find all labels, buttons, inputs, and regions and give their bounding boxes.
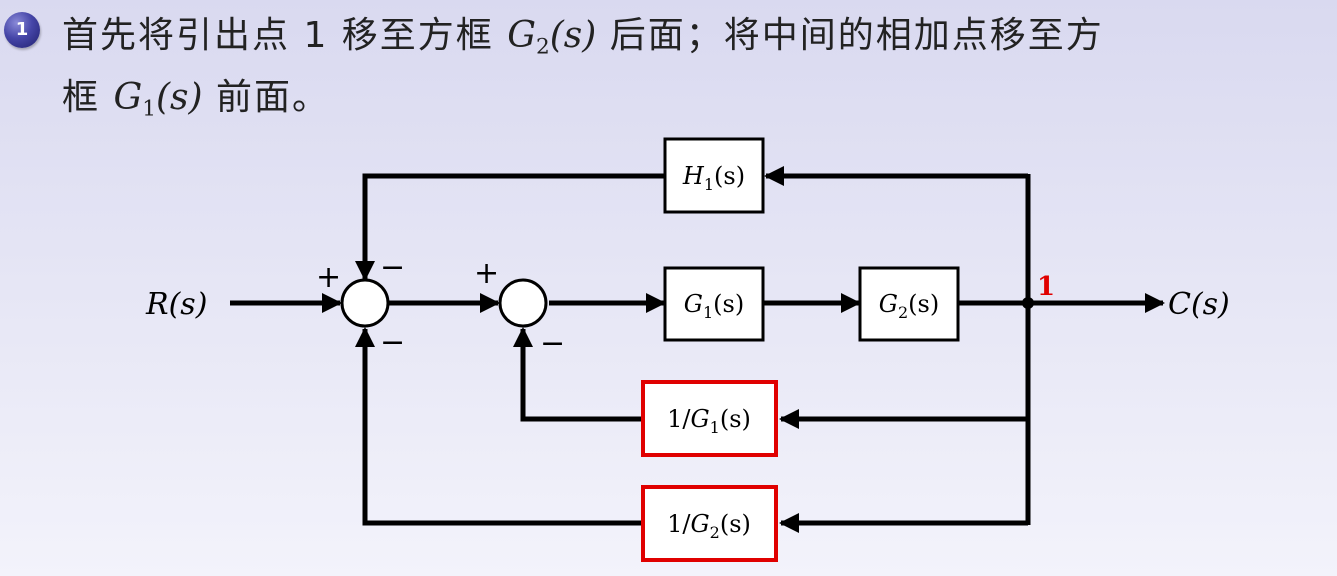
math-g2-symbol: G — [507, 15, 537, 56]
instruction-text: 框 — [62, 77, 114, 118]
instruction-line-2: 框 G1(s) 前面。 — [62, 68, 330, 121]
block-g1-label: G1(s) — [684, 290, 744, 322]
math-g1: G1(s) — [113, 77, 203, 122]
instruction-text: 首先将引出点 1 移至方框 — [62, 15, 508, 56]
input-label: R(s) — [145, 287, 207, 322]
block-inverse-g1-label: 1/G1(s) — [667, 405, 751, 437]
math-g1-symbol: G — [113, 77, 143, 118]
pickoff-point-dot — [1022, 297, 1034, 309]
math-g2-argument: (s) — [549, 15, 597, 56]
inv-g2-output-arrow — [355, 327, 642, 526]
list-bullet-number: 1 — [4, 12, 40, 48]
sum1-plus-sign: + — [316, 260, 341, 295]
sum2-minus-sign: − — [540, 326, 565, 361]
sum1-bottom-minus-sign: − — [380, 325, 405, 360]
block-g1 — [663, 266, 765, 342]
math-g2: G2(s) — [507, 15, 597, 60]
block-h1-label: H1(s) — [682, 162, 745, 194]
block-inverse-g2 — [641, 485, 778, 562]
math-g1-subscript: 1 — [142, 96, 156, 122]
math-g2-subscript: 2 — [536, 34, 550, 60]
block-g2 — [858, 266, 960, 342]
block-inverse-g1 — [641, 380, 778, 457]
instruction-text: 前面。 — [202, 77, 330, 118]
instruction-line-1: 首先将引出点 1 移至方框 G2(s) 后面；将中间的相加点移至方 — [62, 6, 1104, 59]
output-label: C(s) — [1168, 287, 1230, 322]
summing-junction-2 — [498, 278, 548, 328]
inv-g1-output-arrow — [513, 327, 642, 422]
sum2-plus-sign: + — [474, 256, 499, 291]
block-h1 — [663, 137, 765, 214]
summing-junction-1 — [340, 278, 390, 328]
h1-output-arrow — [355, 173, 664, 281]
sum1-top-minus-sign: − — [380, 250, 405, 285]
math-g1-argument: (s) — [155, 77, 203, 118]
block-inverse-g2-label: 1/G2(s) — [667, 510, 751, 542]
block-g2-label: G2(s) — [879, 290, 939, 322]
pickoff-point-label: 1 — [1037, 272, 1055, 302]
instruction-text: 后面；将中间的相加点移至方 — [596, 15, 1104, 56]
